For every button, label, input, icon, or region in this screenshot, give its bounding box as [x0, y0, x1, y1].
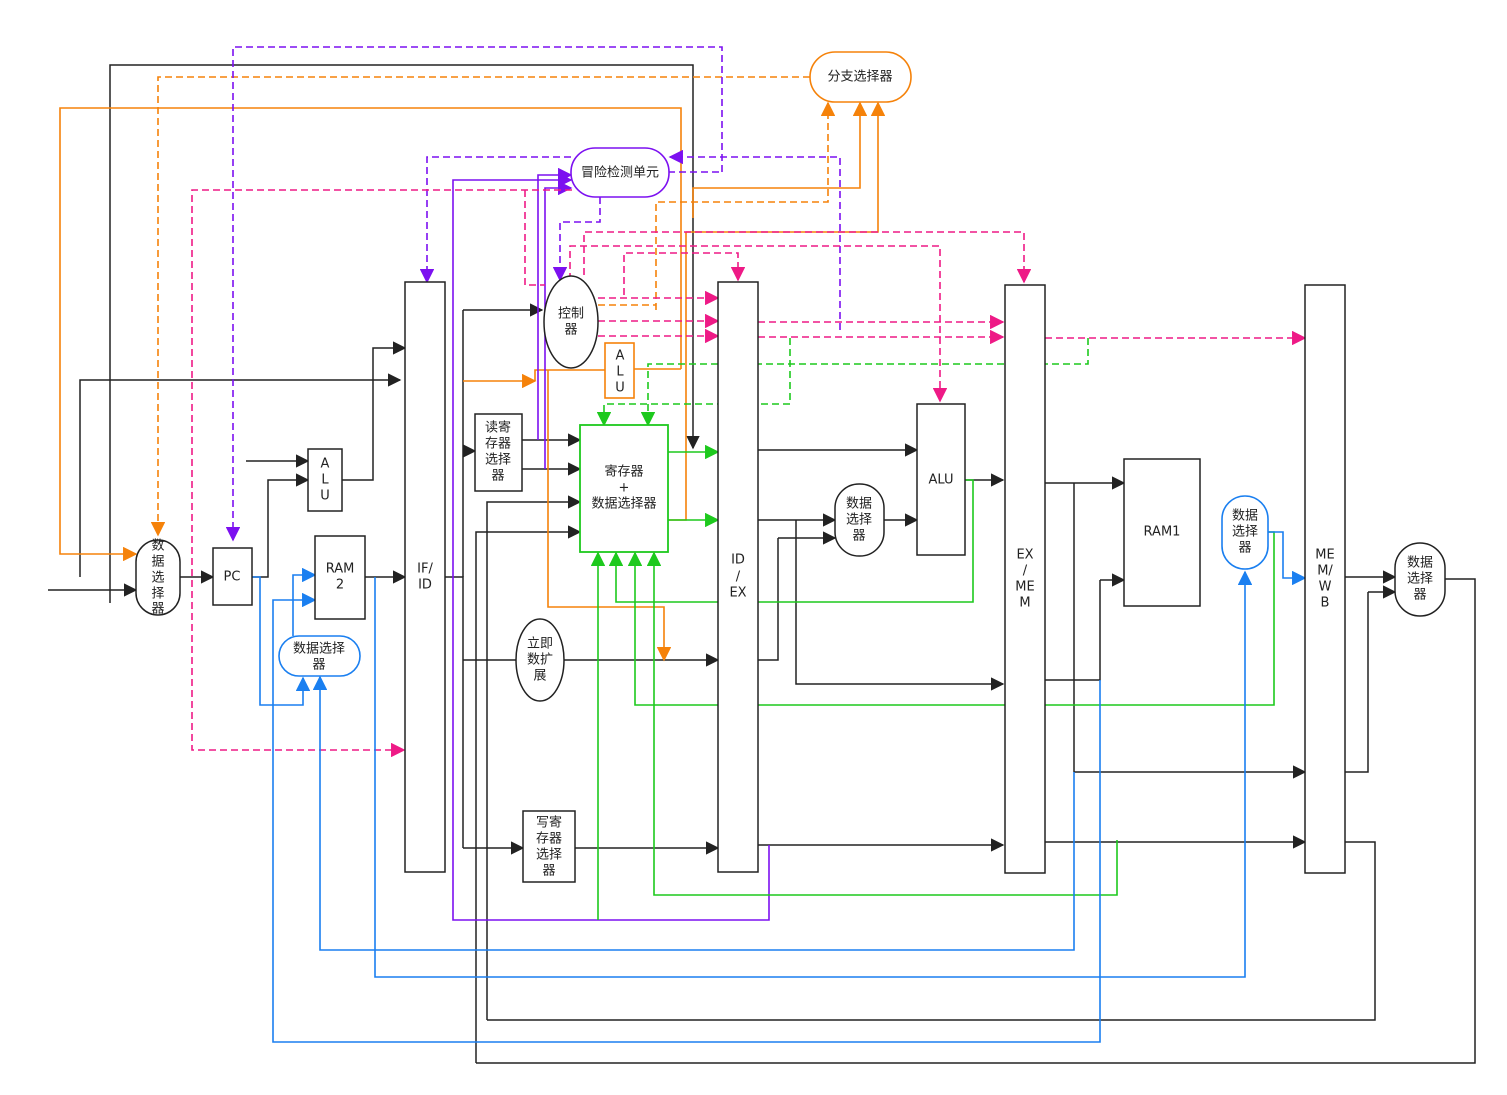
write-reg-label-3: 选择: [536, 848, 562, 863]
write-reg-label-2: 存器: [536, 832, 562, 847]
controller: 控制 器: [543, 275, 599, 369]
pc-mux: 数 据 选 择 器: [135, 539, 181, 617]
branch-selector: 分支选择器: [809, 51, 912, 103]
branch-alu-label-3: U: [615, 381, 625, 396]
immediate-extend: 立即 数扩 展: [515, 618, 565, 702]
pc-alu-label-2: L: [321, 473, 329, 488]
ram2-label-2: 2: [336, 578, 344, 593]
pc-alu-label-1: A: [321, 457, 330, 472]
read-reg-label-2: 存器: [485, 437, 511, 452]
if-id-register: IF/ ID: [404, 281, 446, 873]
mem-wb-register: ME M/ W B: [1304, 284, 1346, 874]
hazard-detection-label: 冒险检测单元: [581, 166, 659, 181]
pc-alu: A L U: [307, 448, 343, 512]
if-id-label-2: ID: [418, 578, 432, 593]
mem-wb-label-4: B: [1321, 596, 1330, 611]
magenta-control-wires: [191, 189, 1307, 758]
ram1-mux: 数据 选择 器: [1221, 495, 1269, 570]
register-file-label-1: 寄存器: [604, 464, 643, 480]
ex-mem-label-4: M: [1019, 596, 1030, 611]
wb-mux-label-3: 器: [1413, 588, 1426, 603]
pc-mux-label-2: 据: [151, 555, 164, 570]
imm-extend-label-3: 展: [533, 669, 546, 684]
write-register-selector: 写寄 存器 选择 器: [522, 810, 576, 883]
ram2-mux-label-2: 器: [312, 658, 325, 673]
ex-mem-label-2: /: [1023, 564, 1028, 579]
register-file: 寄存器 + 数据选择器: [579, 424, 669, 553]
pc-alu-label-3: U: [320, 489, 330, 504]
wb-mux-label-2: 选择: [1407, 572, 1433, 587]
pc-mux-label-3: 选: [151, 571, 164, 586]
read-register-selector: 读寄 存器 选择 器: [474, 413, 523, 492]
ex-mem-label-1: EX: [1016, 548, 1033, 563]
pc-mux-label-1: 数: [151, 539, 164, 554]
writeback-mux: 数据 选择 器: [1394, 542, 1446, 617]
ram2: RAM 2: [314, 535, 366, 620]
ram1: RAM1: [1123, 458, 1201, 607]
ram2-label-1: RAM: [326, 562, 355, 577]
id-ex-label-3: EX: [729, 586, 746, 601]
ram1-mux-label-1: 数据: [1232, 509, 1258, 524]
write-reg-label-4: 器: [542, 864, 555, 879]
controller-label-1: 控制: [558, 307, 584, 322]
main-alu: ALU: [916, 403, 966, 556]
alu-mux-label-1: 数据: [846, 497, 872, 512]
pc-mux-label-4: 择: [151, 587, 164, 602]
register-file-label-3: 数据选择器: [591, 497, 656, 512]
pc-label: PC: [224, 570, 241, 585]
branch-alu-label-2: L: [616, 365, 624, 380]
imm-extend-label-1: 立即: [527, 637, 553, 652]
ram1-mux-label-2: 选择: [1232, 525, 1258, 540]
hazard-detection-unit: 冒险检测单元: [570, 147, 670, 198]
main-alu-label: ALU: [928, 473, 953, 488]
id-ex-label-2: /: [736, 570, 741, 585]
black-wires: [48, 64, 1476, 1064]
blue-memory-wires: [252, 531, 1307, 1043]
ram2-mux: 数据选择 器: [278, 635, 361, 677]
id-ex-register: ID / EX: [717, 281, 759, 873]
wb-mux-label-1: 数据: [1407, 556, 1433, 571]
imm-extend-label-2: 数扩: [527, 653, 553, 668]
if-id-label-1: IF/: [417, 562, 433, 577]
read-reg-label-4: 器: [491, 469, 504, 484]
pc-register: PC: [212, 547, 253, 606]
branch-selector-label: 分支选择器: [827, 70, 892, 85]
alu-mux-label-2: 选择: [846, 513, 872, 528]
alu-mux-label-3: 器: [852, 529, 865, 544]
read-reg-label-1: 读寄: [485, 420, 511, 436]
ram1-mux-label-3: 器: [1238, 541, 1251, 556]
ram1-label: RAM1: [1144, 525, 1181, 540]
ex-mem-register: EX / ME M: [1004, 284, 1046, 874]
read-reg-label-3: 选择: [485, 453, 511, 468]
controller-label-2: 器: [564, 323, 577, 338]
alu-mux: 数据 选择 器: [834, 483, 885, 557]
pc-mux-label-5: 器: [151, 602, 164, 617]
ram2-mux-label-1: 数据选择: [293, 642, 345, 657]
branch-alu-label-1: A: [616, 349, 625, 364]
mem-wb-label-2: M/: [1317, 564, 1333, 579]
branch-alu: A L U: [604, 342, 635, 399]
mem-wb-label-1: ME: [1315, 548, 1334, 563]
register-file-label-2: +: [619, 481, 630, 496]
write-reg-label-1: 写寄: [536, 815, 562, 831]
ex-mem-label-3: ME: [1015, 580, 1034, 595]
mem-wb-label-3: W: [1319, 580, 1332, 595]
id-ex-label-1: ID: [731, 553, 745, 568]
